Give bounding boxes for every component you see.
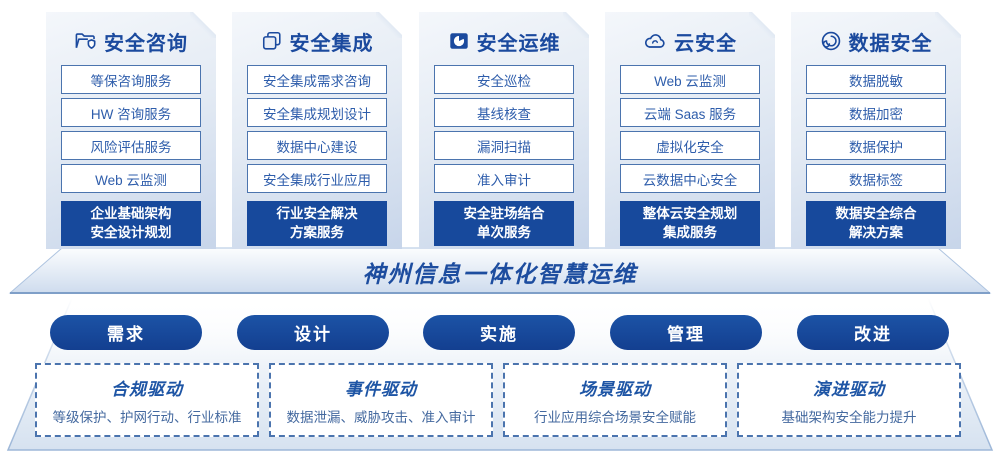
service-item-list: Web 云监测 云端 Saas 服务 虚拟化安全 云数据中心安全 (620, 65, 760, 197)
card-fold-corner (190, 12, 216, 38)
driver-title: 演进驱动 (813, 379, 885, 399)
pillar-title: 安全集成 (289, 32, 374, 55)
driver-box-evolution: 演进驱动 基础架构安全能力提升 (737, 363, 961, 437)
card-fold-corner (563, 12, 589, 38)
pillar-title: 云安全 (674, 32, 737, 55)
driver-title: 事件驱动 (345, 379, 417, 399)
card-header: 安全咨询 (74, 27, 188, 55)
pillar-card-data-security: 数据安全 数据脱敏 数据加密 数据保护 数据标签 数据安全综合 解决方案 (791, 12, 961, 249)
driver-box-compliance: 合规驱动 等级保护、护网行动、行业标准 (35, 363, 259, 437)
service-item: 漏洞扫描 (434, 131, 574, 160)
driver-description: 行业应用综合场景安全赋能 (534, 409, 696, 425)
card-fold-corner (376, 12, 402, 38)
pillar-footer: 整体云安全规划 集成服务 (620, 201, 760, 246)
banner-title: 神州信息一体化智慧运维 (362, 261, 638, 287)
driver-title: 合规驱动 (111, 379, 183, 399)
pillar-title: 安全运维 (476, 32, 561, 55)
phase-pill-improve: 改进 (797, 315, 949, 350)
driver-title: 场景驱动 (579, 379, 651, 399)
driver-description: 基础架构安全能力提升 (781, 409, 917, 425)
pillar-footer: 数据安全综合 解决方案 (806, 201, 946, 246)
service-item: 风险评估服务 (61, 131, 201, 160)
driver-box-incident: 事件驱动 数据泄漏、威胁攻击、准入审计 (269, 363, 493, 437)
pillar-card-cloud-security: 云安全 Web 云监测 云端 Saas 服务 虚拟化安全 云数据中心安全 整体云… (605, 12, 775, 249)
banner-trapezoid-shape (8, 247, 992, 294)
card-header: 安全集成 (261, 27, 374, 55)
driver-box-scenario: 场景驱动 行业应用综合场景安全赋能 (503, 363, 727, 437)
pillar-footer: 行业安全解决 方案服务 (247, 201, 387, 246)
pillar-card-security-operations: 安全运维 安全巡检 基线核查 漏洞扫描 准入审计 安全驻场结合 单次服务 (419, 12, 589, 249)
service-item: Web 云监测 (61, 164, 201, 193)
stacked-documents-icon (261, 30, 283, 52)
pillar-title: 数据安全 (848, 32, 933, 55)
service-item: 数据保护 (806, 131, 946, 160)
phase-pill-manage: 管理 (610, 315, 762, 350)
pillar-card-security-integration: 安全集成 安全集成需求咨询 安全集成规划设计 数据中心建设 安全集成行业应用 行… (232, 12, 402, 249)
service-item: 等保咨询服务 (61, 65, 201, 94)
folder-shield-icon (74, 30, 97, 52)
service-item-list: 安全巡检 基线核查 漏洞扫描 准入审计 (434, 65, 574, 197)
service-item-list: 安全集成需求咨询 安全集成规划设计 数据中心建设 安全集成行业应用 (247, 65, 387, 197)
service-item: 云端 Saas 服务 (620, 98, 760, 127)
service-item-list: 数据脱敏 数据加密 数据保护 数据标签 (806, 65, 946, 197)
cloud-icon (643, 30, 667, 52)
driver-description: 数据泄漏、威胁攻击、准入审计 (286, 409, 476, 425)
card-fold-corner (935, 12, 961, 38)
phase-pill-implement: 实施 (423, 315, 575, 350)
phase-pill-design: 设计 (237, 315, 389, 350)
card-header: 安全运维 (448, 27, 561, 55)
card-fold-corner (749, 12, 775, 38)
service-item: 数据中心建设 (247, 131, 387, 160)
spiral-shield-icon (820, 30, 842, 52)
driver-description: 等级保护、护网行动、行业标准 (52, 409, 242, 425)
service-item: 虚拟化安全 (620, 131, 760, 160)
service-item: 数据加密 (806, 98, 946, 127)
card-header: 数据安全 (820, 27, 933, 55)
service-item: 云数据中心安全 (620, 164, 760, 193)
pillar-card-security-consulting: 安全咨询 等保咨询服务 HW 咨询服务 风险评估服务 Web 云监测 企业基础架… (46, 12, 216, 249)
pillar-title: 安全咨询 (104, 32, 188, 55)
pillar-footer: 企业基础架构 安全设计规划 (61, 201, 201, 246)
service-item: 安全集成行业应用 (247, 164, 387, 193)
service-item: Web 云监测 (620, 65, 760, 94)
service-item: 数据脱敏 (806, 65, 946, 94)
service-item: 数据标签 (806, 164, 946, 193)
service-item: HW 咨询服务 (61, 98, 201, 127)
pillar-footer: 安全驻场结合 单次服务 (434, 201, 574, 246)
monitor-pie-icon (448, 30, 470, 52)
service-item: 基线核查 (434, 98, 574, 127)
service-item: 安全集成需求咨询 (247, 65, 387, 94)
phase-pill-requirement: 需求 (50, 315, 202, 350)
service-item-list: 等保咨询服务 HW 咨询服务 风险评估服务 Web 云监测 (61, 65, 201, 197)
card-header: 云安全 (643, 27, 737, 55)
service-item: 安全集成规划设计 (247, 98, 387, 127)
service-item: 安全巡检 (434, 65, 574, 94)
service-item: 准入审计 (434, 164, 574, 193)
